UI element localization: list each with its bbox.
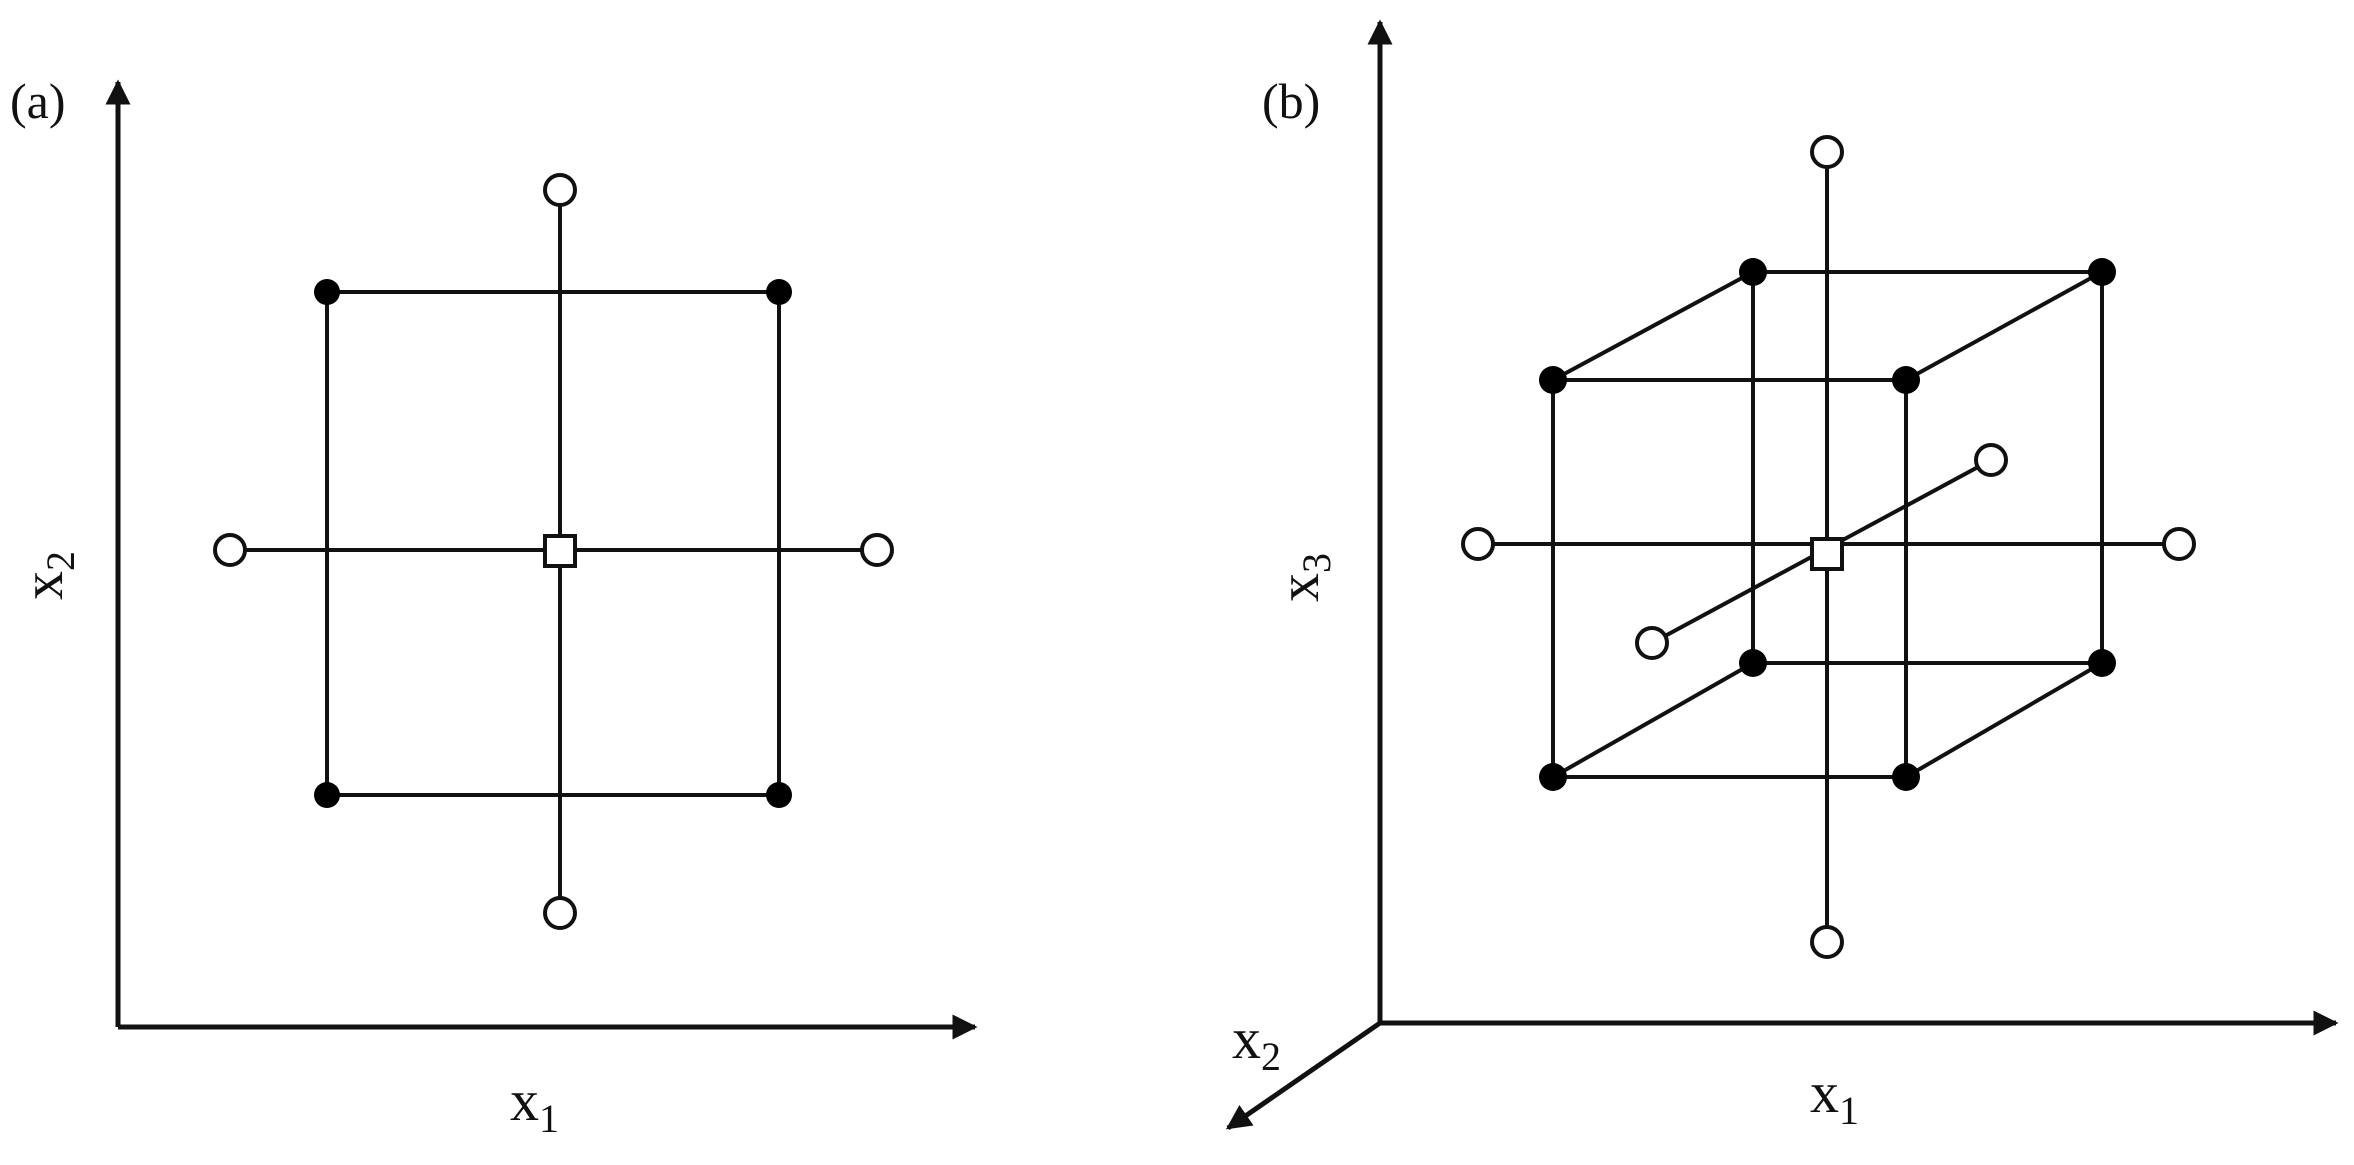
panel-b-factorial-point bbox=[2088, 649, 2116, 677]
panel-a-y-axis-label: x2 bbox=[10, 551, 83, 600]
panel-b-axial-point bbox=[1810, 925, 1844, 959]
panel-b-y-axis bbox=[1225, 1020, 1382, 1131]
panel-b-center-point bbox=[1810, 537, 1844, 571]
panel-a-axial-point bbox=[860, 533, 894, 567]
panel-b-cube-front-face bbox=[1551, 378, 1908, 779]
panel-b-factorial-point bbox=[1539, 366, 1567, 394]
panel-b-axial-point bbox=[1974, 443, 2008, 477]
panel-b-axial-point bbox=[1635, 626, 1669, 660]
panel-b-y-axis-label: x2 bbox=[1232, 1006, 1281, 1079]
panel-b: (b) x1 x2 x3 bbox=[1225, 19, 2339, 1133]
panel-b-axial-point bbox=[2162, 527, 2196, 561]
panel-b-cube-edge bbox=[1904, 661, 2104, 779]
panel-b-factorial-point bbox=[1539, 763, 1567, 791]
panel-b-cube-edge bbox=[1905, 270, 2103, 382]
panel-a-factorial-point bbox=[314, 279, 340, 305]
panel-b-axial-point bbox=[1461, 527, 1495, 561]
panel-b-factorial-point bbox=[1739, 649, 1767, 677]
panel-b-cube-back-face bbox=[1751, 270, 2104, 665]
panel-b-x-axis-label: x1 bbox=[1810, 1060, 1859, 1133]
panel-b-factorial-point bbox=[1739, 258, 1767, 286]
panel-a-x-axis-label: x1 bbox=[510, 1068, 559, 1141]
panel-b-cube-edge bbox=[1552, 270, 1754, 382]
panel-a-label: (a) bbox=[10, 73, 66, 129]
panel-b-axial-point bbox=[1810, 135, 1844, 169]
panel-a-axial-point bbox=[213, 533, 247, 567]
panel-a-factorial-point bbox=[314, 782, 340, 808]
panel-a-axial-point bbox=[543, 173, 577, 207]
panel-a-factorial-point bbox=[766, 279, 792, 305]
panel-b-z-axis-label: x3 bbox=[1266, 553, 1339, 602]
panel-b-factorial-point bbox=[2088, 258, 2116, 286]
panel-a: (a) x1 x2 bbox=[10, 73, 978, 1141]
panel-b-cube-edge bbox=[1552, 661, 1754, 779]
panel-a-factorial-point bbox=[766, 782, 792, 808]
panel-a-axial-point bbox=[543, 896, 577, 930]
panel-b-label: (b) bbox=[1262, 73, 1320, 129]
panel-a-factorial-square bbox=[325, 290, 781, 797]
panel-b-factorial-point bbox=[1892, 366, 1920, 394]
panel-a-center-point bbox=[543, 534, 577, 568]
panel-b-factorial-point bbox=[1892, 763, 1920, 791]
